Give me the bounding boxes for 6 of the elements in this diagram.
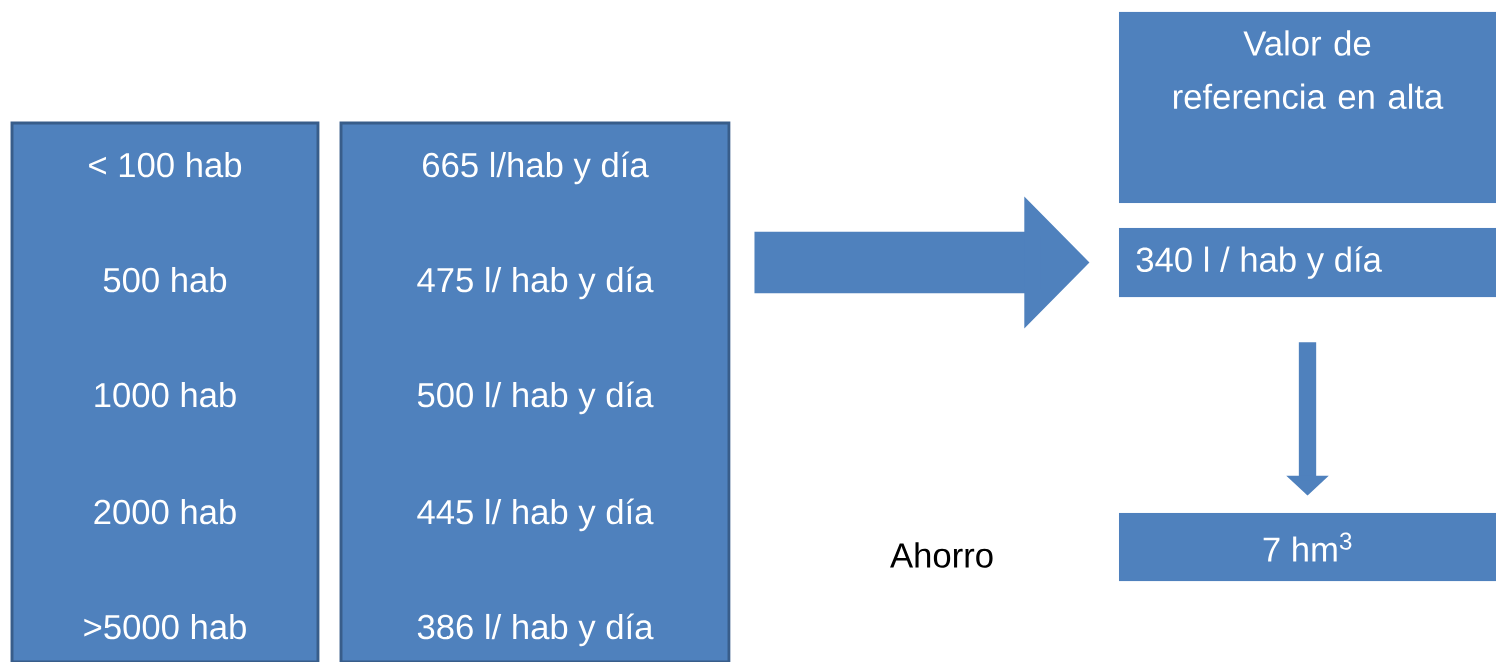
note-text: Ahorro <box>890 542 993 568</box>
column-box: 665 l/hab y día 475 l/ hab y día 500 l/ hab y día 445 l/ hab y día 386 l/ hab y día <box>339 121 731 662</box>
value-box: 7 hm$^{3}$ <box>1118 512 1496 582</box>
column-box: < 100 hab 500 hab 1000 hab 2000 hab >5000 hab <box>10 121 320 662</box>
value-box: Valor de referencia en alta <box>1118 11 1496 204</box>
value-box: 340 l / hab y día <box>1118 227 1496 298</box>
